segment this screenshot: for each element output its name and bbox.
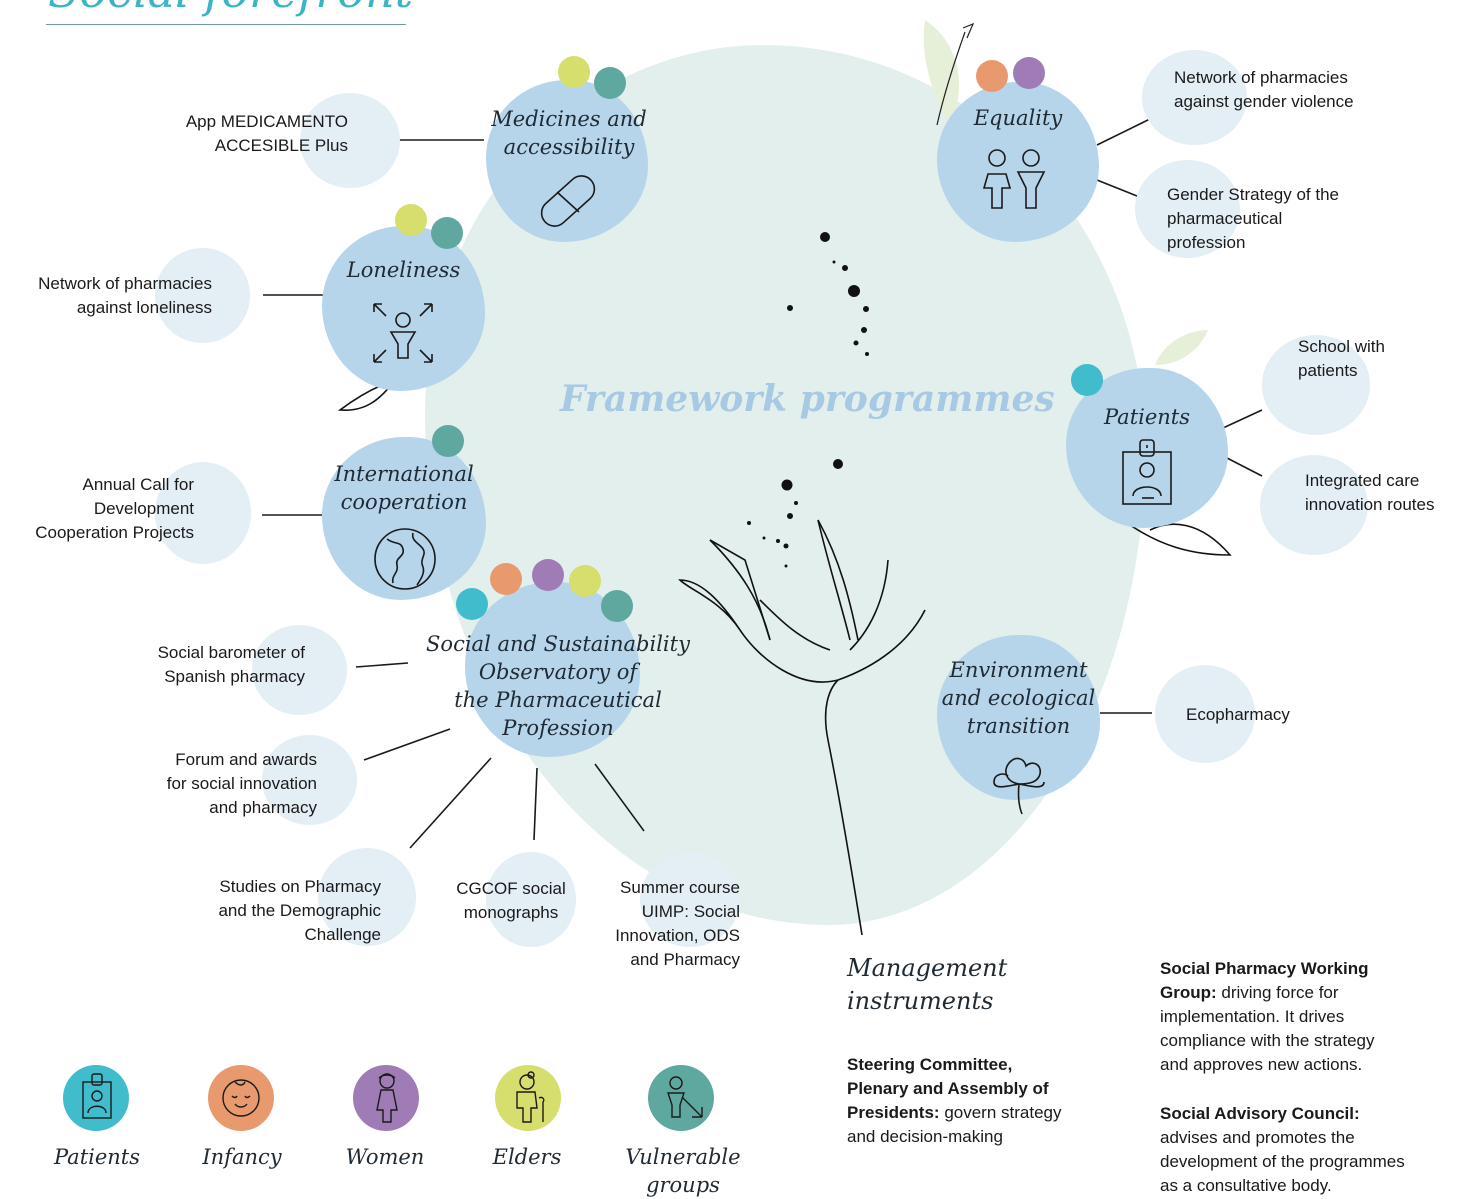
tag-dot-infancy <box>976 60 1008 92</box>
action-bubble-observatory-4-bg <box>486 852 576 947</box>
tag-dot-women <box>1013 57 1045 89</box>
programme-medicines <box>486 80 648 242</box>
patient-badge-icon <box>1122 439 1172 505</box>
woman-icon <box>376 1073 398 1123</box>
connector-observatory-5 <box>594 763 645 832</box>
legend-label-women: Women <box>345 1145 425 1169</box>
programme-equality-label: Equality <box>973 106 1063 130</box>
legend: Patients Infancy Women Elders Vulnerable… <box>45 1058 751 1197</box>
programme-observatory-label: Social and Sustainability Observatory of… <box>426 632 690 740</box>
tag-dot-patients <box>456 588 488 620</box>
programme-loneliness <box>322 226 485 391</box>
tag-dot-elders <box>569 565 601 597</box>
legend-circle-infancy <box>208 1065 274 1131</box>
action-bubble-patients-2-bg <box>1260 455 1368 555</box>
action-bubble-environment-bg <box>1155 665 1255 763</box>
man-woman-icon <box>982 149 1046 209</box>
legend-label-patients: Patients <box>53 1145 141 1169</box>
action-bubble-equality-2-bg <box>1135 160 1240 258</box>
tag-dot-infancy <box>490 563 522 595</box>
tag-dot-patients <box>1071 364 1103 396</box>
legend-circle-women <box>353 1065 419 1131</box>
lonely-person-icon <box>373 303 433 363</box>
hand-drawing <box>337 378 1232 936</box>
action-bubble-patients-1-bg <box>1262 335 1370 435</box>
action-bubble-observatory-1-bg <box>252 625 347 715</box>
management-working-group: Social Pharmacy Working Group: driving f… <box>1160 959 1375 1074</box>
programme-loneliness-label: Loneliness <box>346 258 461 282</box>
action-environment-ecopharmacy: Ecopharmacy <box>1186 705 1290 724</box>
patient-badge-icon <box>82 1073 112 1119</box>
connector-observatory-4 <box>533 767 538 841</box>
framework-programmes-label: Framework programmes <box>560 378 1055 420</box>
elder-with-cane-icon <box>516 1071 545 1123</box>
legend-circle-vulnerable <box>648 1065 714 1131</box>
connector-observatory-3 <box>409 757 492 849</box>
legend-circle-patients <box>63 1065 129 1131</box>
ink-dots <box>747 232 869 568</box>
legend-label-elders: Elders <box>492 1145 562 1169</box>
programme-environment <box>937 635 1100 800</box>
action-bubble-equality-1-bg <box>1142 50 1247 145</box>
action-bubble-observatory-3-bg <box>318 848 416 946</box>
connector-patients-1 <box>1222 409 1263 429</box>
connector-equality-2 <box>1096 179 1143 199</box>
leaf-decoration-right <box>1155 330 1208 365</box>
tag-dot-vulnerable <box>432 425 464 457</box>
action-bubble-observatory-2-bg <box>262 735 357 825</box>
legend-label-infancy: Infancy <box>202 1145 282 1169</box>
clover-icon <box>993 757 1045 815</box>
tag-dot-elders <box>558 56 590 88</box>
capsule-icon <box>540 175 596 227</box>
action-bubble-observatory-5-bg <box>640 852 740 947</box>
connector-observatory-1 <box>355 662 409 668</box>
tag-dot-vulnerable <box>594 67 626 99</box>
vulnerable-person-icon <box>667 1076 703 1118</box>
programme-international <box>322 437 486 600</box>
programme-patients-label: Patients <box>1103 405 1191 429</box>
tag-dot-vulnerable <box>431 217 463 249</box>
baby-face-icon <box>222 1079 260 1117</box>
action-bubble-international-bg <box>155 462 251 564</box>
page-title: Social forefront <box>48 0 413 18</box>
tag-dot-women <box>532 559 564 591</box>
connector-patients-2 <box>1226 457 1263 477</box>
connector-observatory-2 <box>363 728 451 761</box>
tag-dot-elders <box>395 204 427 236</box>
connector-equality-1 <box>1096 117 1153 146</box>
title-underline <box>46 24 406 25</box>
leaf-decoration-top <box>923 20 975 126</box>
management-steering-committee: Steering Committee, Plenary and Assembly… <box>847 1055 1062 1146</box>
action-bubble-loneliness-bg <box>155 248 250 343</box>
action-bubble-medicines-bg <box>300 93 400 188</box>
tag-dot-vulnerable <box>601 590 633 622</box>
globe-icon <box>374 528 436 590</box>
programme-equality <box>937 82 1099 242</box>
management-advisory-council: Social Advisory Council: advises and pro… <box>1160 1104 1405 1195</box>
